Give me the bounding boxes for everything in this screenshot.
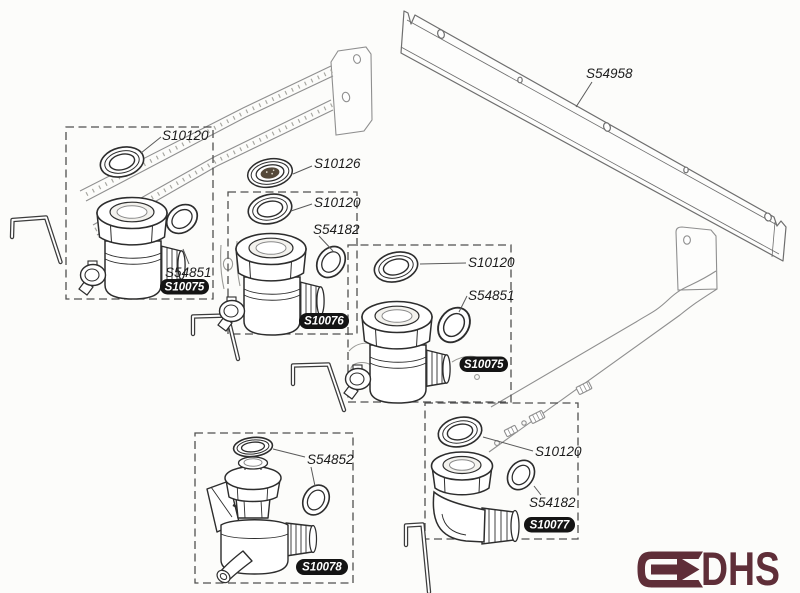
badge-assembly-3 [459, 356, 508, 372]
badge-assembly-3-label: S10075 [464, 359, 504, 371]
retaining-clips [9, 215, 432, 593]
isolating-valve-3 [343, 300, 451, 404]
callout-bracket: S54958 [586, 66, 633, 81]
badge-assembly-2-label: S10076 [304, 316, 344, 328]
dhs-logo: DHS [637, 542, 780, 593]
part-badges: S10075 S10076 S10075 S10077 S10078 [160, 279, 575, 575]
badge-assembly-1-label: S10075 [165, 282, 205, 294]
callout-seal-2: S54182 [313, 222, 360, 237]
mounting-bracket [400, 10, 787, 262]
badge-assembly-2 [299, 313, 349, 329]
wall-plate-left [330, 46, 373, 136]
filter-washer [246, 157, 294, 189]
seal-s54182-1 [310, 240, 352, 284]
logo-text: DHS [701, 542, 780, 593]
box-assembly-3 [347, 244, 512, 403]
seal-s54851-1 [160, 197, 204, 241]
leader-lines [140, 81, 593, 496]
seal-s54182-2 [501, 454, 541, 496]
badge-assembly-4-label: S10077 [530, 520, 570, 532]
seal-s54852 [296, 479, 336, 521]
badge-assembly-5 [296, 559, 348, 575]
washer-s10120-3 [370, 246, 422, 288]
callout-seal-5: S54852 [307, 452, 354, 467]
badge-assembly-1 [160, 279, 209, 295]
callout-seal-1: S54851 [165, 265, 212, 280]
callout-filter-washer: S10126 [314, 156, 361, 171]
callout-seal-3: S54851 [468, 288, 515, 303]
callout-washer-4: S10120 [535, 444, 582, 459]
badge-assembly-4 [524, 517, 575, 533]
callout-washer-3: S10120 [468, 255, 515, 270]
box-assembly-2 [227, 191, 358, 335]
callout-washer-1: S10120 [162, 128, 209, 143]
top-washer-drain-valve [232, 436, 274, 458]
badge-assembly-5-label: S10078 [302, 562, 342, 574]
seal-s54851-2 [430, 300, 478, 350]
drain-valve [206, 456, 318, 584]
elbow-valve [430, 451, 520, 545]
washer-s10120-2 [244, 189, 296, 229]
washer-s10120-4 [434, 412, 486, 452]
dhs-arrow-icon [637, 551, 703, 588]
callout-seal-4: S54182 [529, 495, 576, 510]
washer-s10120-1 [96, 141, 148, 183]
wall-plate-right [675, 226, 718, 291]
callout-washer-2: S10120 [314, 195, 361, 210]
box-assembly-5 [194, 432, 354, 584]
